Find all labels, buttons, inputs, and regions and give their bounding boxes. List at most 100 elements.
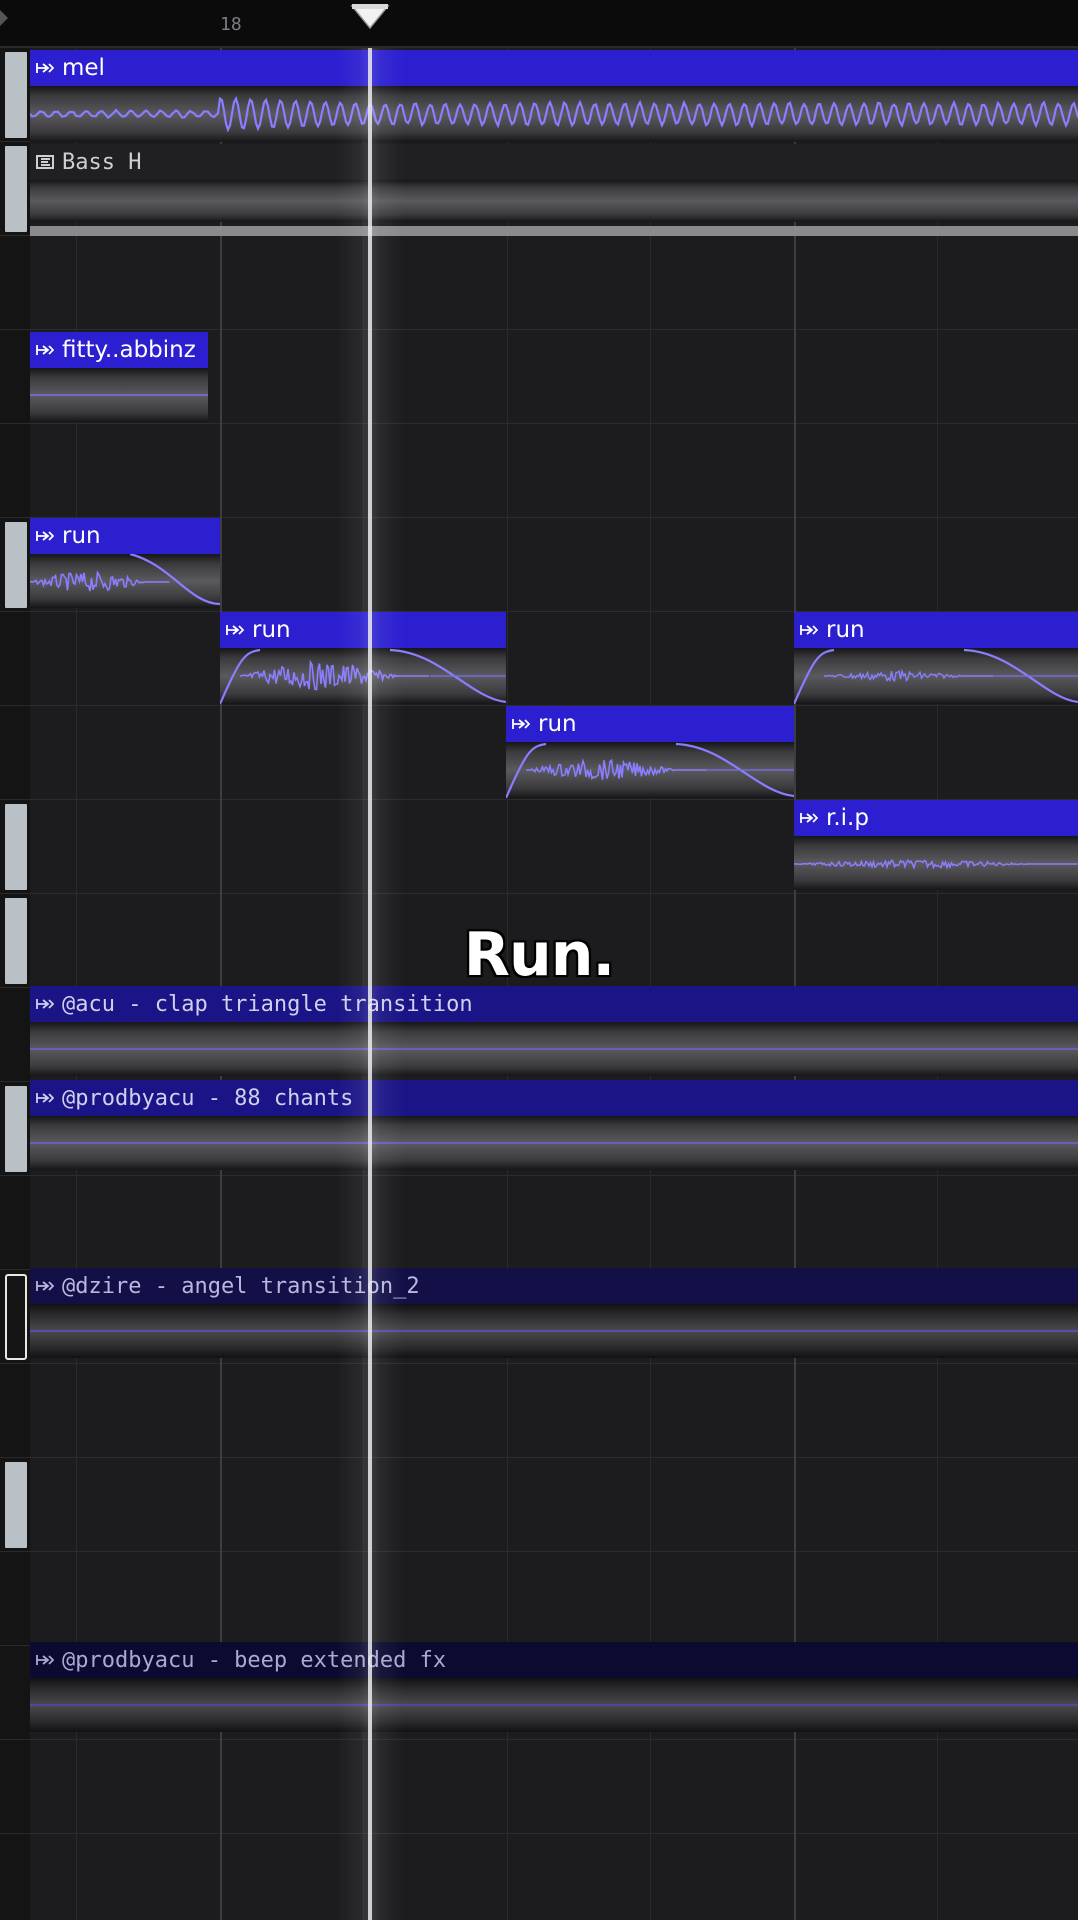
track-header[interactable]: [0, 48, 30, 142]
grid-beat-line: [363, 48, 364, 1920]
grid-row-line: [30, 1457, 1078, 1458]
clip-header[interactable]: mel: [30, 50, 1078, 86]
clip-header[interactable]: @dzire - angel transition_2: [30, 1268, 1078, 1304]
grid-row-line: [30, 1833, 1078, 1834]
track-header[interactable]: [0, 236, 30, 330]
track-header[interactable]: [0, 330, 30, 424]
grid-row-line: [30, 517, 1078, 518]
video-caption: Run.: [463, 920, 615, 990]
audio-clip-icon: [36, 345, 54, 355]
clip-label-run-2: run: [252, 617, 291, 643]
audio-clip-icon: [512, 719, 530, 729]
track-header[interactable]: [0, 1082, 30, 1176]
grid-row-line: [30, 1175, 1078, 1176]
audio-clip-icon: [36, 1281, 54, 1291]
clip-bass-h[interactable]: Bass H: [30, 144, 1078, 236]
track-header[interactable]: [0, 142, 30, 236]
track-header[interactable]: [0, 1270, 30, 1364]
track-header[interactable]: [0, 612, 30, 706]
clip-waveform-run-1: [30, 554, 220, 608]
audio-clip-icon: [36, 63, 54, 73]
clip-label-angel: @dzire - angel transition_2: [62, 1273, 420, 1299]
track-header[interactable]: [0, 1834, 30, 1920]
track-color-handle[interactable]: [5, 1462, 27, 1548]
clip-label-run-1: run: [62, 523, 101, 549]
clip-header[interactable]: r.i.p: [794, 800, 1078, 836]
waveform-chants: [30, 1142, 1078, 1144]
clip-mel[interactable]: mel: [30, 50, 1078, 142]
clip-waveform-chants: [30, 1116, 1078, 1170]
track-header[interactable]: [0, 1458, 30, 1552]
track-header[interactable]: [0, 894, 30, 988]
clip-rip[interactable]: r.i.p: [794, 800, 1078, 890]
clip-header[interactable]: @prodbyacu - 88 chants: [30, 1080, 1078, 1116]
clip-bottom-bar: [30, 226, 1078, 236]
grid-row-line: [30, 893, 1078, 894]
waveform-beep: [30, 1704, 1078, 1706]
grid-row-line: [30, 705, 1078, 706]
clip-header[interactable]: @acu - clap triangle transition: [30, 986, 1078, 1022]
track-header[interactable]: [0, 706, 30, 800]
grid-row-line: [30, 1551, 1078, 1552]
clip-88-chants[interactable]: @prodbyacu - 88 chants: [30, 1080, 1078, 1170]
track-header[interactable]: [0, 518, 30, 612]
clip-acu-clap-triangle[interactable]: @acu - clap triangle transition: [30, 986, 1078, 1076]
track-header[interactable]: [0, 1176, 30, 1270]
clip-header[interactable]: run: [220, 612, 506, 648]
track-header[interactable]: [0, 1364, 30, 1458]
clip-header[interactable]: run: [794, 612, 1078, 648]
clip-notes-bass: [30, 180, 1078, 222]
track-color-handle[interactable]: [5, 146, 27, 232]
clip-run-1[interactable]: run: [30, 518, 220, 608]
track-color-handle[interactable]: [5, 522, 27, 608]
track-header[interactable]: [0, 1740, 30, 1834]
track-color-handle[interactable]: [5, 52, 27, 138]
track-color-handle[interactable]: [5, 1086, 27, 1172]
audio-clip-icon: [36, 999, 54, 1009]
clip-header[interactable]: Bass H: [30, 144, 1078, 180]
track-selected-handle[interactable]: [5, 1274, 27, 1360]
clip-label-run-4: run: [538, 711, 577, 737]
track-color-handle[interactable]: [5, 898, 27, 984]
waveform-angel: [30, 1330, 1078, 1332]
track-header[interactable]: [0, 800, 30, 894]
track-header[interactable]: [0, 424, 30, 518]
clip-fitty-abbinz[interactable]: fitty..abbinz: [30, 332, 208, 422]
clip-waveform-beep: [30, 1678, 1078, 1732]
clip-run-2[interactable]: run: [220, 612, 506, 704]
clip-run-3[interactable]: run: [794, 612, 1078, 704]
timeline-ruler[interactable]: 18: [0, 0, 1078, 48]
clip-run-4[interactable]: run: [506, 706, 794, 798]
grid-row-line: [30, 1363, 1078, 1364]
clip-header[interactable]: run: [506, 706, 794, 742]
piano-roll-icon: [36, 155, 54, 169]
ruler-scroll-arrow-icon[interactable]: [0, 10, 8, 26]
track-header[interactable]: [0, 1646, 30, 1740]
waveform-run-2: [220, 648, 506, 704]
track-header[interactable]: [0, 988, 30, 1082]
clip-waveform-angel: [30, 1304, 1078, 1358]
grid-row-line: [30, 329, 1078, 330]
track-header[interactable]: [0, 1552, 30, 1646]
clip-waveform-run-2: [220, 648, 506, 704]
grid-row-line: [30, 1739, 1078, 1740]
grid-beat-line: [76, 48, 77, 1920]
track-color-handle[interactable]: [5, 804, 27, 890]
waveform-rip: [794, 858, 1078, 871]
audio-clip-icon: [800, 625, 818, 635]
clip-waveform-fitty: [30, 368, 208, 422]
clip-waveform-mel: [30, 86, 1078, 142]
clip-header[interactable]: run: [30, 518, 220, 554]
waveform-fitty: [30, 394, 208, 396]
bar-number-label: 18: [220, 14, 242, 35]
clip-beep-extended-fx[interactable]: @prodbyacu - beep extended fx: [30, 1642, 1078, 1732]
clip-angel-transition[interactable]: @dzire - angel transition_2: [30, 1268, 1078, 1358]
audio-clip-icon: [226, 625, 244, 635]
grid-beat-line: [650, 48, 651, 1920]
clip-header[interactable]: fitty..abbinz: [30, 332, 208, 368]
playhead-marker-icon[interactable]: [350, 2, 390, 30]
clip-header[interactable]: @prodbyacu - beep extended fx: [30, 1642, 1078, 1678]
clip-waveform-acu-clap: [30, 1022, 1078, 1076]
grid-row-line: [30, 423, 1078, 424]
